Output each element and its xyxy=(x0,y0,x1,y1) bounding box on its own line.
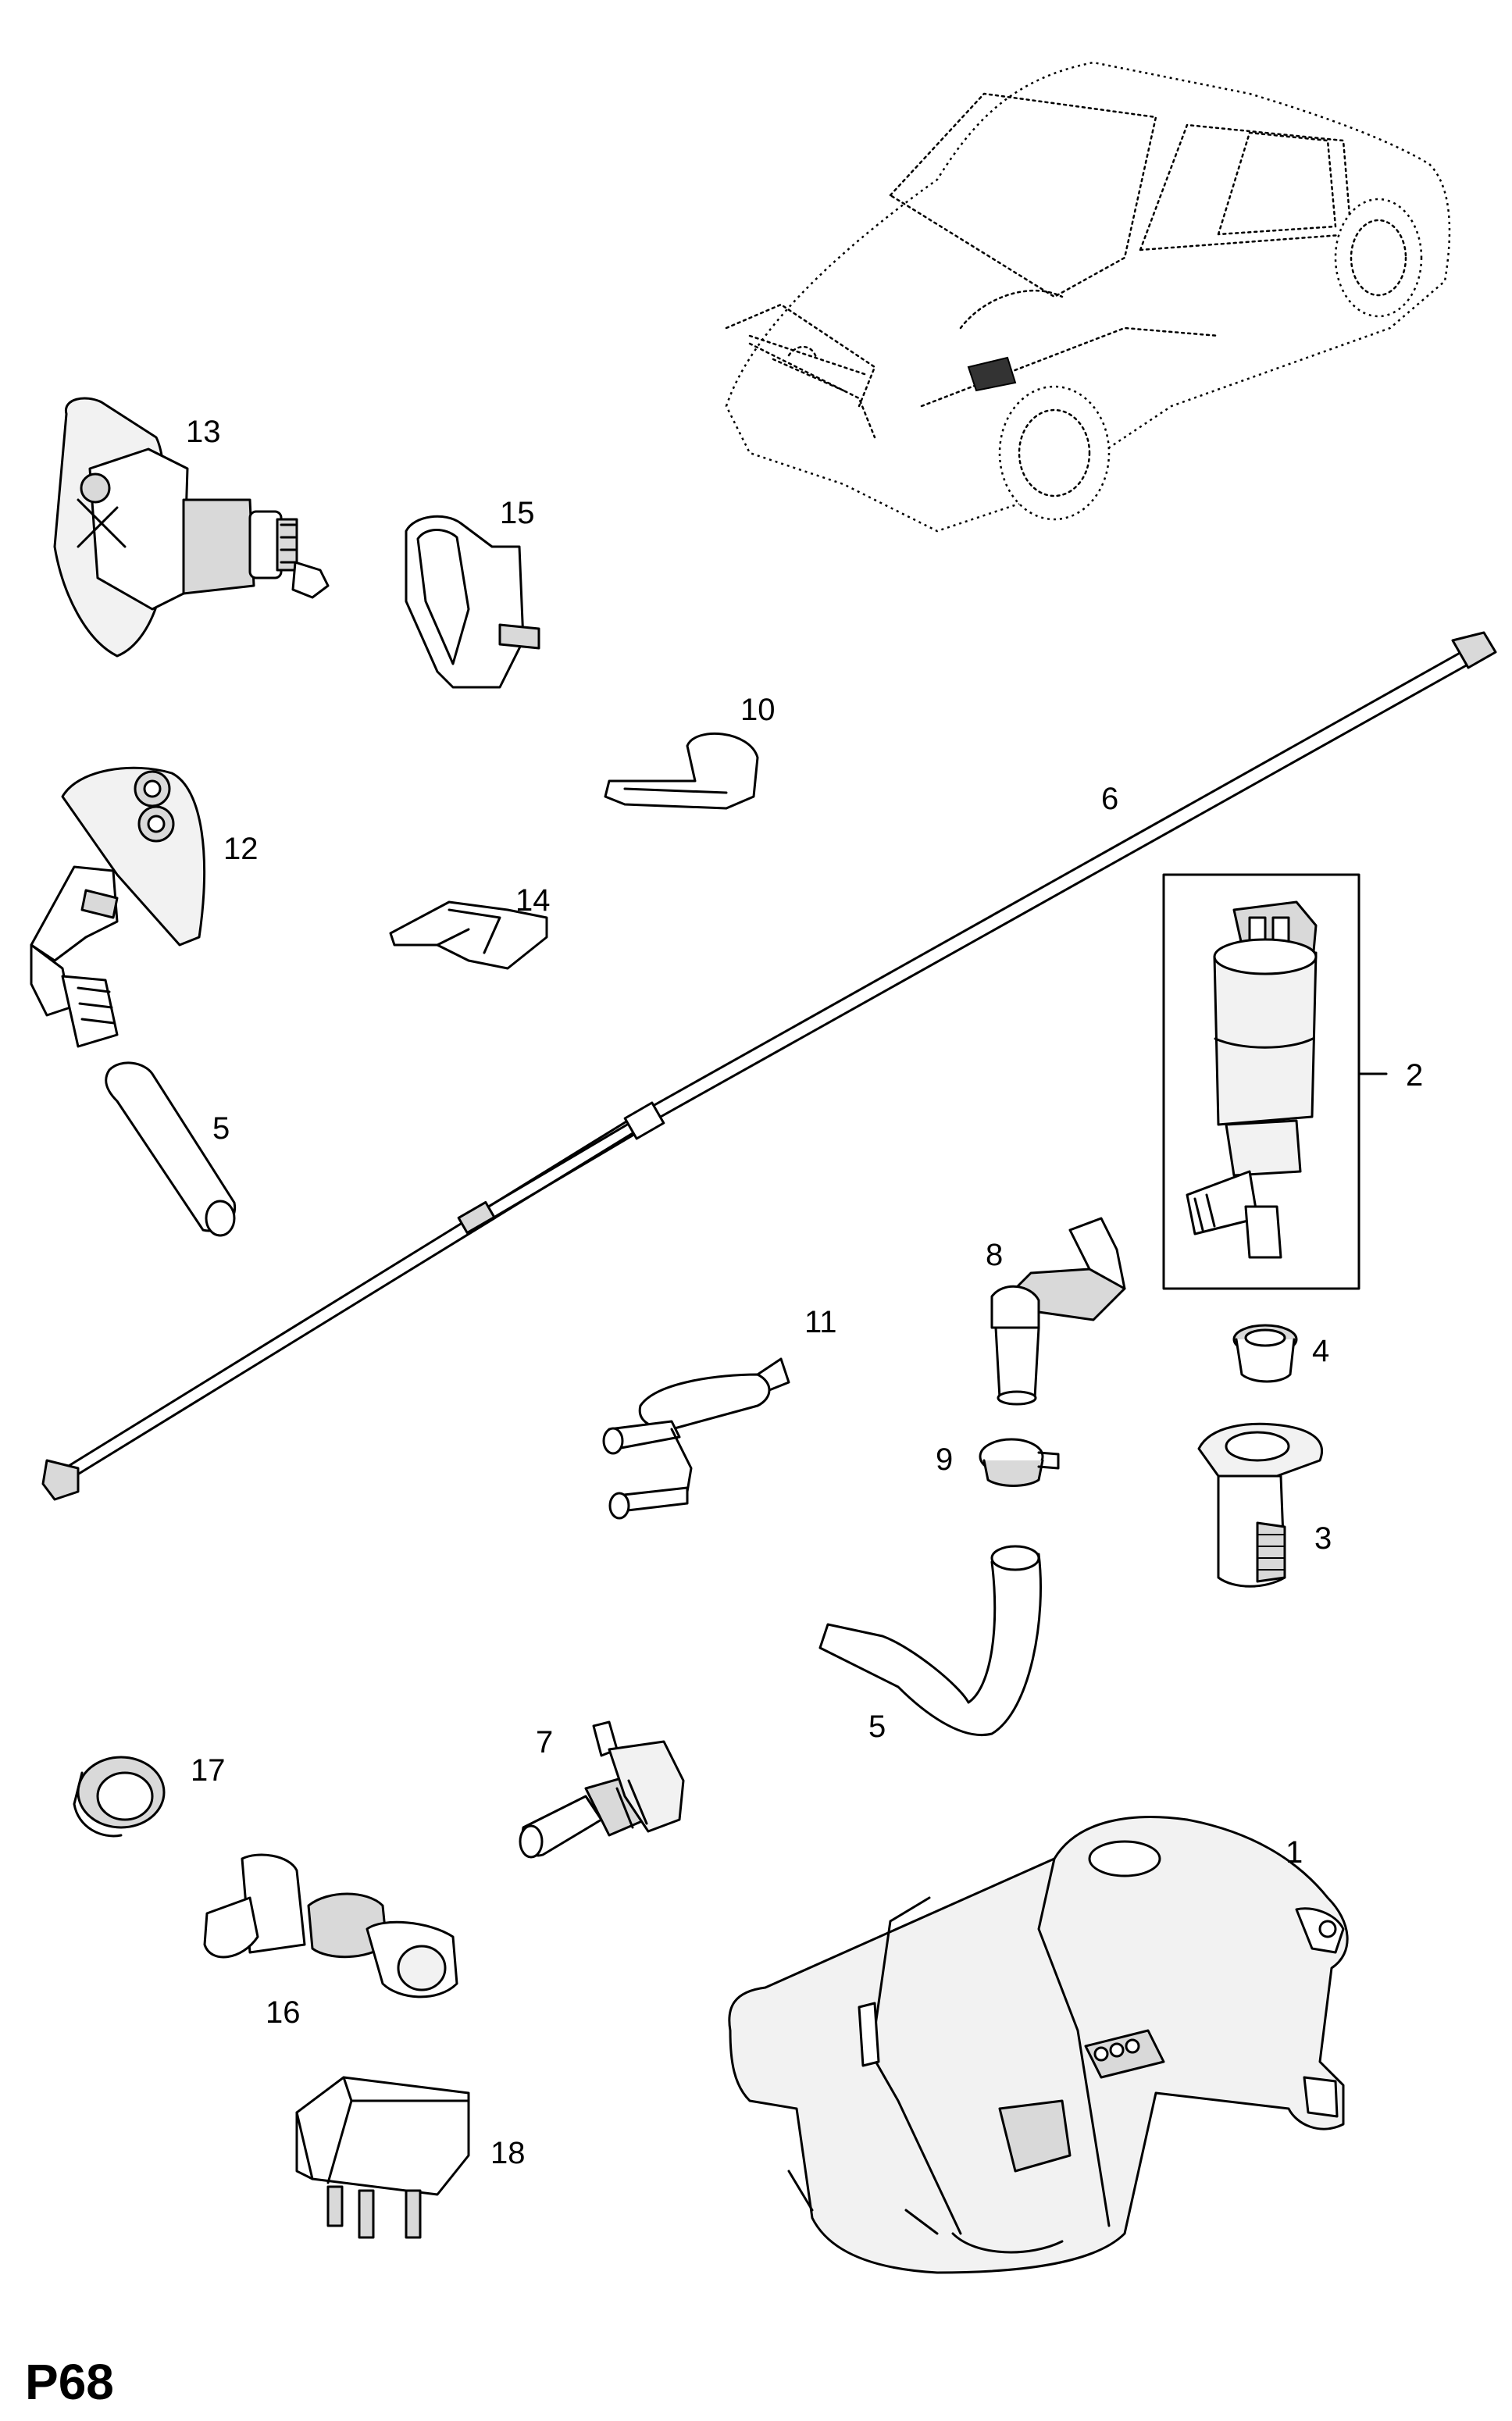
vehicle-overview xyxy=(725,61,1451,533)
callout-8: 8 xyxy=(986,1238,1003,1272)
callout-16: 16 xyxy=(266,1995,301,2030)
callout-3: 3 xyxy=(1314,1521,1332,1556)
callout-11: 11 xyxy=(804,1305,837,1339)
callout-5-upper: 5 xyxy=(212,1111,230,1146)
part-5-hose-lower xyxy=(818,1545,1042,1736)
callout-10: 10 xyxy=(740,693,776,727)
callout-2: 2 xyxy=(1406,1058,1423,1093)
part-11-y-connector xyxy=(602,1357,790,1520)
callout-17: 17 xyxy=(191,1753,226,1788)
part-16-level-switch xyxy=(203,1853,458,1998)
part-2-washer-pump xyxy=(1162,873,1388,1290)
callout-15: 15 xyxy=(500,496,535,530)
part-18-relay xyxy=(295,2076,470,2239)
page-code: P68 xyxy=(25,2354,114,2410)
part-6-hose-line xyxy=(41,631,1497,1501)
callout-labels: 1 2 3 4 5 5 6 7 8 9 10 11 12 13 14 15 16… xyxy=(186,415,1423,2170)
part-14-bracket xyxy=(389,900,548,970)
part-15-cover xyxy=(405,515,540,689)
callout-4: 4 xyxy=(1312,1334,1329,1368)
part-17-grommet xyxy=(73,1756,166,1838)
callout-14: 14 xyxy=(515,883,551,918)
callout-1: 1 xyxy=(1286,1835,1303,1870)
callout-18: 18 xyxy=(490,2136,526,2170)
callout-12: 12 xyxy=(223,832,259,866)
callout-7: 7 xyxy=(536,1725,553,1760)
callout-6: 6 xyxy=(1101,782,1118,816)
callout-13: 13 xyxy=(186,415,221,449)
part-9-hose-clamp xyxy=(979,1438,1060,1487)
callout-9: 9 xyxy=(936,1442,953,1477)
part-1-washer-reservoir xyxy=(728,1816,1349,2274)
part-8-elbow-connector xyxy=(990,1217,1126,1406)
part-12-washer-jet xyxy=(30,766,206,1048)
part-13-headlamp-washer-nozzle xyxy=(53,397,330,658)
callout-5-lower: 5 xyxy=(868,1710,886,1744)
part-4-grommet xyxy=(1232,1324,1298,1383)
part-7-connector xyxy=(519,1720,685,1859)
part-3-filler-neck xyxy=(1197,1422,1323,1588)
part-10-clip xyxy=(604,732,759,810)
part-5-hose-upper xyxy=(105,1061,237,1237)
